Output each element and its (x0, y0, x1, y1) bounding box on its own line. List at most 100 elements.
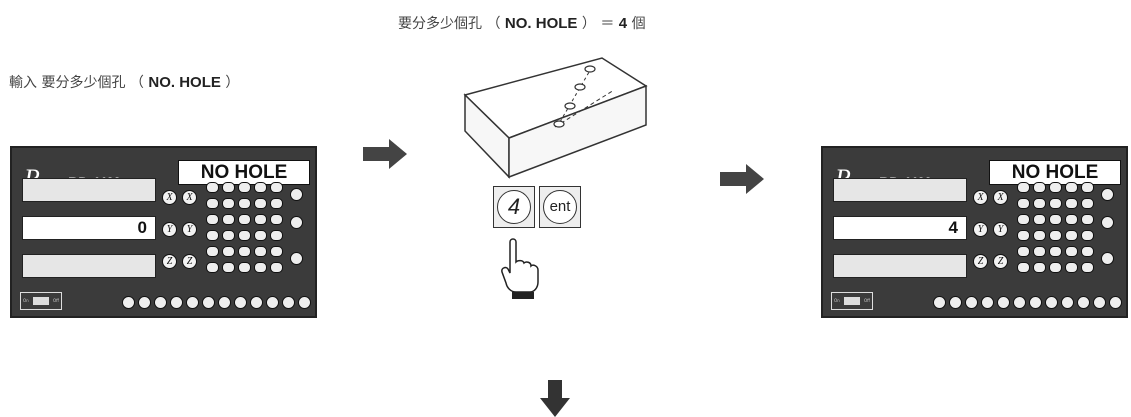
digit-4-key[interactable]: 4 (493, 186, 535, 228)
keypad-key[interactable] (270, 230, 283, 241)
keypad-key[interactable] (1017, 262, 1030, 273)
keypad-key[interactable] (1017, 214, 1030, 225)
function-key[interactable] (282, 296, 295, 309)
function-key[interactable] (218, 296, 231, 309)
function-key[interactable] (154, 296, 167, 309)
function-key[interactable] (266, 296, 279, 309)
keypad-key[interactable] (1049, 262, 1062, 273)
keypad-key[interactable] (1065, 262, 1078, 273)
keypad-key[interactable] (254, 182, 267, 193)
keypad-key[interactable] (238, 246, 251, 257)
keypad-key[interactable] (1033, 246, 1046, 257)
keypad-key[interactable] (222, 214, 235, 225)
keypad-key[interactable] (270, 198, 283, 209)
enter-key[interactable] (290, 252, 303, 265)
function-key[interactable] (1077, 296, 1090, 309)
function-key[interactable] (949, 296, 962, 309)
keypad-key[interactable] (1049, 198, 1062, 209)
keypad-key[interactable] (1033, 198, 1046, 209)
keypad-key[interactable] (1049, 182, 1062, 193)
z-select-button[interactable]: Z (182, 254, 197, 269)
x-select-button[interactable]: X (182, 190, 197, 205)
function-key[interactable] (202, 296, 215, 309)
keypad-key[interactable] (1081, 198, 1094, 209)
x-zero-button[interactable]: X (162, 190, 177, 205)
up-arrow-key[interactable] (290, 188, 303, 201)
up-arrow-key[interactable] (1101, 188, 1114, 201)
keypad-key[interactable] (1033, 262, 1046, 273)
keypad-key[interactable] (254, 198, 267, 209)
keypad-key[interactable] (1017, 182, 1030, 193)
keypad-key[interactable] (1065, 198, 1078, 209)
function-key[interactable] (1045, 296, 1058, 309)
function-key[interactable] (138, 296, 151, 309)
function-key[interactable] (997, 296, 1010, 309)
keypad-key[interactable] (1017, 230, 1030, 241)
function-key[interactable] (1013, 296, 1026, 309)
keypad-key[interactable] (1081, 246, 1094, 257)
keypad-key[interactable] (1049, 246, 1062, 257)
function-key[interactable] (1093, 296, 1106, 309)
keypad-key[interactable] (1065, 182, 1078, 193)
function-key[interactable] (170, 296, 183, 309)
keypad-key[interactable] (1033, 230, 1046, 241)
keypad-key[interactable] (270, 182, 283, 193)
keypad-key[interactable] (254, 214, 267, 225)
keypad-key[interactable] (1065, 246, 1078, 257)
function-key[interactable] (234, 296, 247, 309)
keypad-key[interactable] (270, 262, 283, 273)
function-key[interactable] (250, 296, 263, 309)
keypad-key[interactable] (1081, 262, 1094, 273)
keypad-key[interactable] (238, 214, 251, 225)
x-zero-button[interactable]: X (973, 190, 988, 205)
y-select-button[interactable]: Y (182, 222, 197, 237)
function-key[interactable] (1061, 296, 1074, 309)
function-key[interactable] (933, 296, 946, 309)
function-key[interactable] (981, 296, 994, 309)
function-key[interactable] (186, 296, 199, 309)
keypad-key[interactable] (1081, 182, 1094, 193)
x-select-button[interactable]: X (993, 190, 1008, 205)
keypad-key[interactable] (1049, 214, 1062, 225)
keypad-key[interactable] (1049, 230, 1062, 241)
keypad-key[interactable] (222, 182, 235, 193)
keypad-key[interactable] (254, 262, 267, 273)
function-key[interactable] (122, 296, 135, 309)
keypad-key[interactable] (206, 214, 219, 225)
keypad-key[interactable] (238, 182, 251, 193)
keypad-key[interactable] (206, 182, 219, 193)
function-key[interactable] (298, 296, 311, 309)
function-key[interactable] (1029, 296, 1042, 309)
keypad-key[interactable] (1017, 198, 1030, 209)
down-arrow-key[interactable] (290, 216, 303, 229)
keypad-key[interactable] (222, 230, 235, 241)
keypad-key[interactable] (254, 246, 267, 257)
keypad-key[interactable] (206, 198, 219, 209)
keypad-key[interactable] (254, 230, 267, 241)
keypad-key[interactable] (238, 198, 251, 209)
function-key[interactable] (1109, 296, 1122, 309)
keypad-key[interactable] (1017, 246, 1030, 257)
keypad-key[interactable] (1033, 214, 1046, 225)
z-select-button[interactable]: Z (993, 254, 1008, 269)
keypad-key[interactable] (270, 246, 283, 257)
function-key[interactable] (965, 296, 978, 309)
keypad-key[interactable] (238, 230, 251, 241)
keypad-key[interactable] (1065, 230, 1078, 241)
keypad-key[interactable] (1033, 182, 1046, 193)
keypad-key[interactable] (222, 262, 235, 273)
keypad-key[interactable] (1065, 214, 1078, 225)
y-zero-button[interactable]: Y (973, 222, 988, 237)
keypad-key[interactable] (238, 262, 251, 273)
keypad-key[interactable] (1081, 230, 1094, 241)
enter-key[interactable] (1101, 252, 1114, 265)
z-zero-button[interactable]: Z (973, 254, 988, 269)
enter-key-large[interactable]: ent (539, 186, 581, 228)
keypad-key[interactable] (206, 262, 219, 273)
keypad-key[interactable] (1081, 214, 1094, 225)
keypad-key[interactable] (206, 230, 219, 241)
keypad-key[interactable] (222, 246, 235, 257)
keypad-key[interactable] (222, 198, 235, 209)
